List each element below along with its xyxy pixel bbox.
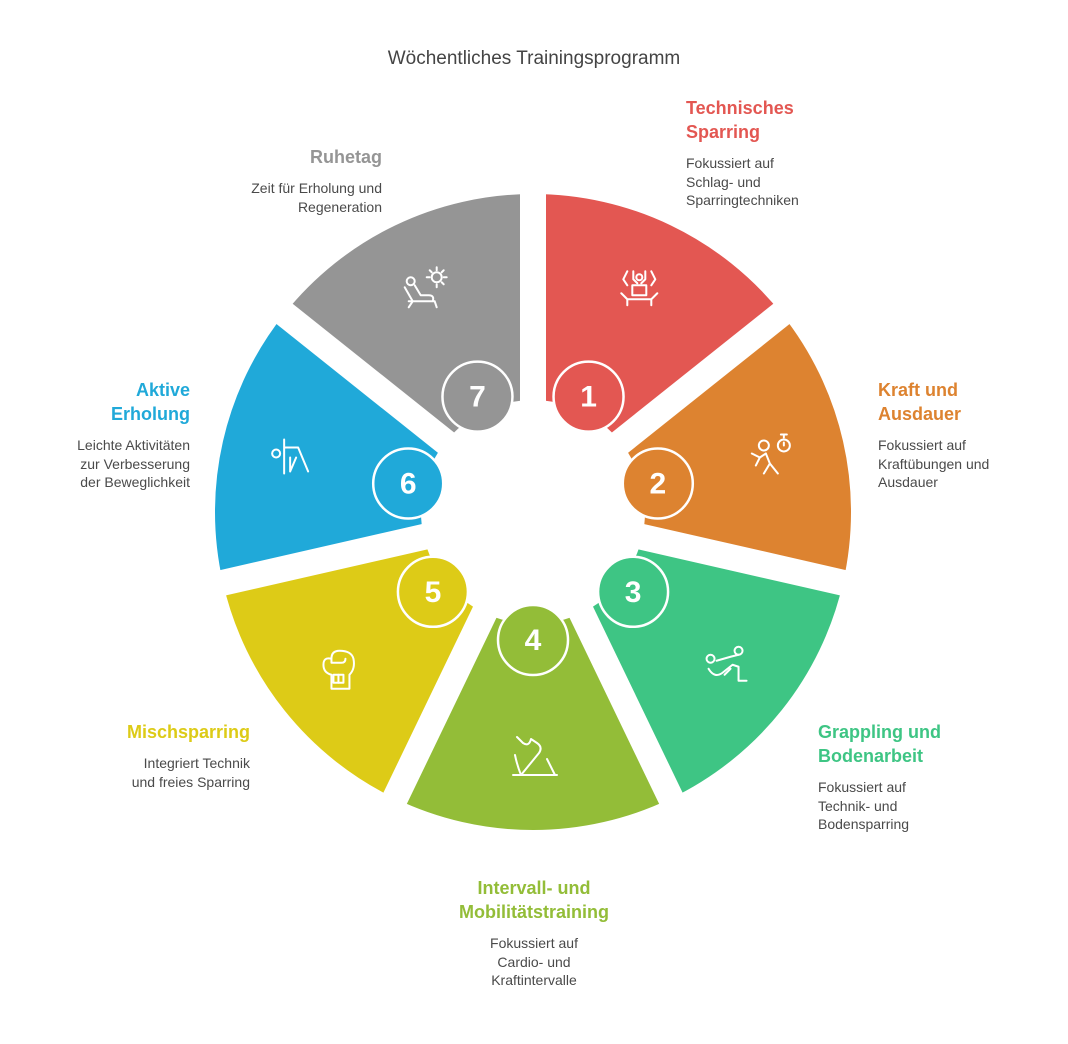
segment-text-6: Aktive Erholung Leichte Aktivitäten zur … bbox=[0, 378, 190, 492]
segment-text-3: Grappling und Bodenarbeit Fokussiert auf… bbox=[818, 720, 1058, 834]
badge-number: 6 bbox=[400, 468, 417, 501]
segment-description: Fokussiert auf Cardio- und Kraftinterval… bbox=[490, 935, 578, 988]
runner-stopwatch-icon bbox=[750, 433, 791, 475]
badge-number: 4 bbox=[525, 624, 542, 657]
segment-6 bbox=[215, 313, 446, 583]
segment-text-4: Intervall- und Mobilitätstraining Fokuss… bbox=[414, 876, 654, 990]
badge-number: 3 bbox=[625, 576, 642, 609]
sneaker-icon bbox=[512, 736, 558, 776]
segment-label: Kraft und Ausdauer bbox=[878, 380, 962, 424]
segment-label: Aktive Erholung bbox=[111, 380, 190, 424]
segment-label: Grappling und Bodenarbeit bbox=[818, 722, 941, 766]
segment-text-2: Kraft und Ausdauer Fokussiert auf Kraftü… bbox=[878, 378, 1068, 492]
segment-label: Mischsparring bbox=[126, 722, 250, 742]
badge-number: 7 bbox=[469, 381, 486, 414]
number-badge: 2 bbox=[621, 447, 695, 520]
relax-sun-icon bbox=[403, 266, 448, 309]
segment-description: Fokussiert auf Schlag- und Sparringtechn… bbox=[686, 155, 799, 208]
segment-description: Integriert Technik und freies Sparring bbox=[131, 755, 250, 790]
center-hole bbox=[431, 410, 635, 614]
segment-label: Technisches Sparring bbox=[686, 98, 794, 142]
segment-description: Leichte Aktivitäten zur Verbesserung der… bbox=[77, 437, 190, 490]
sparring-icon bbox=[620, 270, 659, 307]
segment-label: Intervall- und Mobilitätstraining bbox=[459, 878, 609, 922]
number-badge: 1 bbox=[552, 360, 625, 433]
segment-description: Zeit für Erholung und Regeneration bbox=[251, 180, 382, 215]
grappling-icon bbox=[705, 645, 748, 682]
segment-text-7: Ruhetag Zeit für Erholung und Regenerati… bbox=[142, 145, 382, 216]
badge-number: 5 bbox=[425, 576, 442, 609]
segment-description: Fokussiert auf Technik- und Bodensparrin… bbox=[818, 779, 910, 832]
diagram-title: Wöchentliches Trainingsprogramm bbox=[387, 48, 681, 69]
number-badge: 4 bbox=[496, 603, 570, 677]
boxing-glove-icon bbox=[322, 649, 355, 690]
number-badge: 6 bbox=[371, 447, 445, 520]
badge-number: 1 bbox=[580, 381, 597, 414]
segment-label: Ruhetag bbox=[310, 147, 382, 167]
segment-description: Fokussiert auf Kraftübungen und Ausdauer bbox=[878, 437, 990, 490]
number-badge: 7 bbox=[441, 360, 514, 433]
number-badge: 3 bbox=[596, 555, 670, 629]
number-badge: 5 bbox=[396, 555, 470, 629]
segment-2 bbox=[620, 313, 851, 583]
yoga-stretch-icon bbox=[271, 438, 310, 475]
badge-number: 2 bbox=[649, 468, 666, 501]
segment-text-1: Technisches Sparring Fokussiert auf Schl… bbox=[686, 96, 926, 210]
segment-text-5: Mischsparring Integriert Technik und fre… bbox=[10, 720, 250, 791]
